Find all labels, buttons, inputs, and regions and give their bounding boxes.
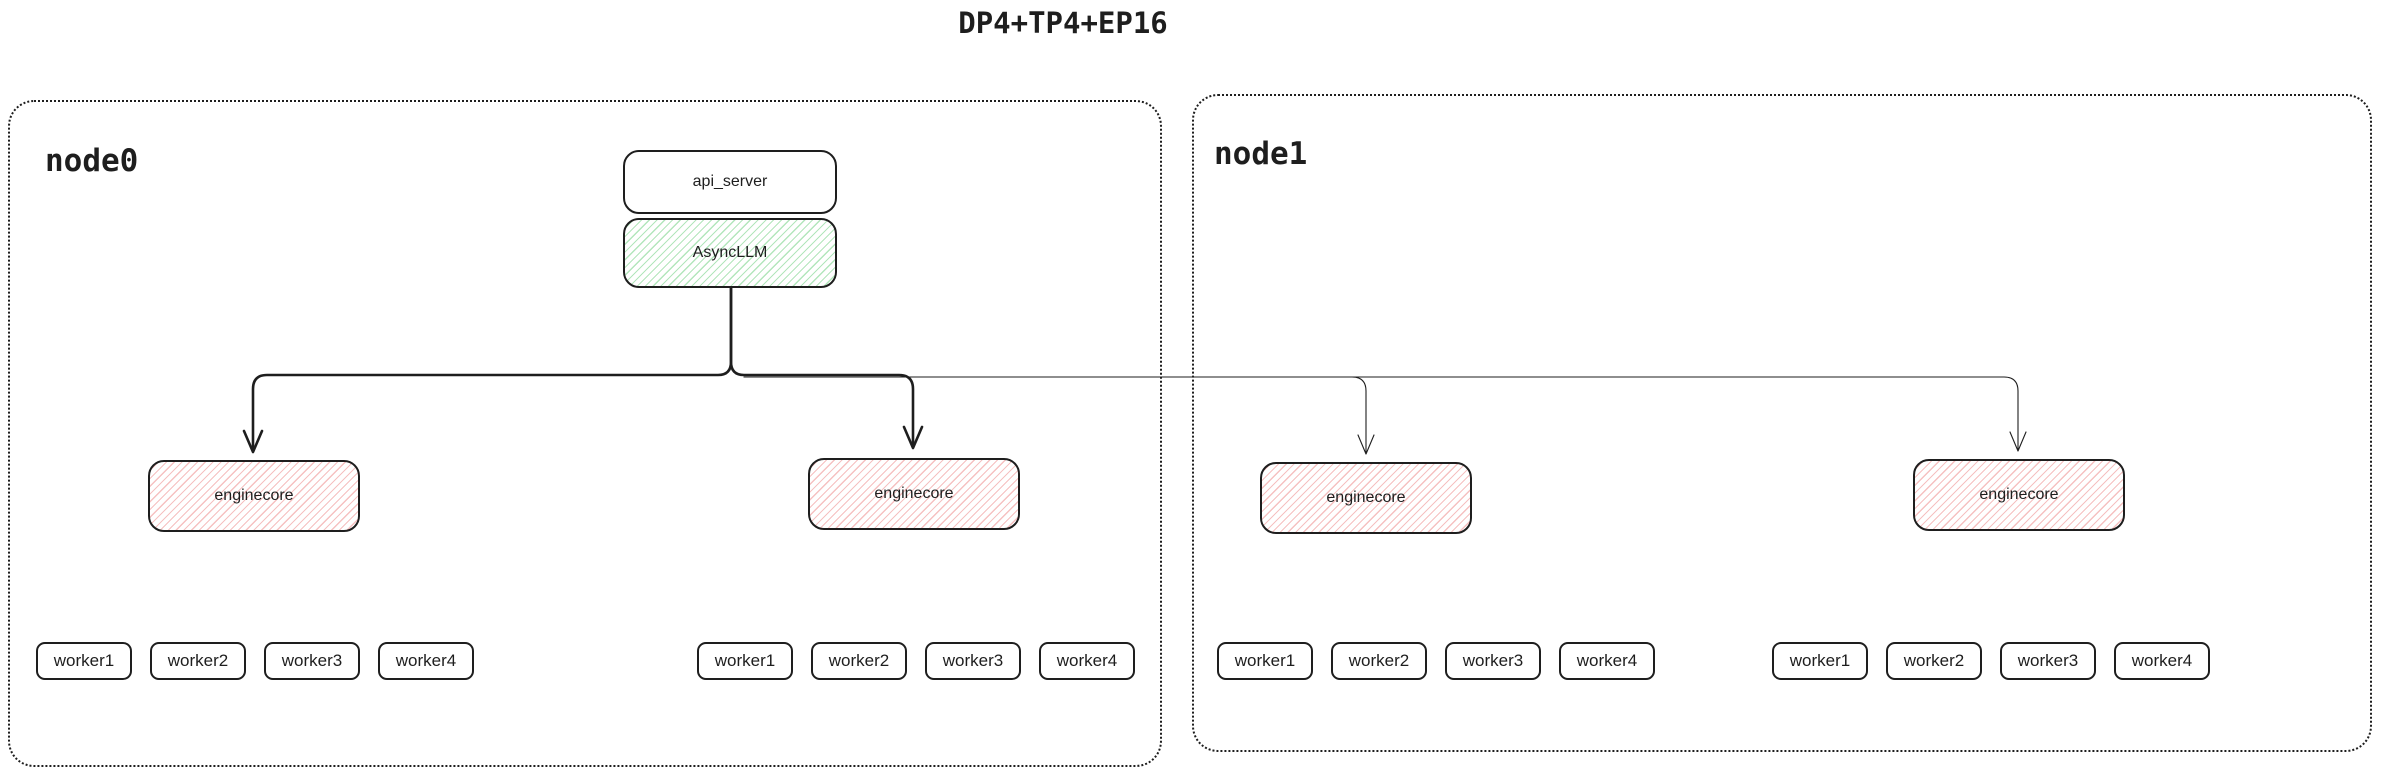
worker-box: worker3: [2000, 642, 2096, 680]
worker-box: worker4: [378, 642, 474, 680]
worker-box: worker1: [36, 642, 132, 680]
worker-box: worker3: [1445, 642, 1541, 680]
enginecore-box: enginecore: [148, 460, 360, 532]
api-server-box: api_server: [623, 150, 837, 214]
asyncllm-box: AsyncLLM: [623, 218, 837, 288]
diagram-title: DP4+TP4+EP16: [958, 6, 1168, 40]
enginecore-box: enginecore: [1260, 462, 1472, 534]
worker-box: worker4: [2114, 642, 2210, 680]
worker-box: worker3: [264, 642, 360, 680]
worker-box: worker4: [1559, 642, 1655, 680]
enginecore-box: enginecore: [1913, 459, 2125, 531]
worker-group-node0-2: worker1 worker2 worker3 worker4: [697, 642, 1135, 680]
worker-group-node1-1: worker1 worker2 worker3 worker4: [1217, 642, 1655, 680]
worker-box: worker2: [150, 642, 246, 680]
worker-box: worker1: [1772, 642, 1868, 680]
worker-box: worker3: [925, 642, 1021, 680]
worker-box: worker1: [1217, 642, 1313, 680]
enginecore-box: enginecore: [808, 458, 1020, 530]
worker-group-node1-2: worker1 worker2 worker3 worker4: [1772, 642, 2210, 680]
worker-box: worker4: [1039, 642, 1135, 680]
worker-group-node0-1: worker1 worker2 worker3 worker4: [36, 642, 474, 680]
worker-box: worker2: [811, 642, 907, 680]
worker-box: worker2: [1886, 642, 1982, 680]
node0-label: node0: [45, 143, 139, 179]
worker-box: worker2: [1331, 642, 1427, 680]
node1-label: node1: [1214, 136, 1308, 172]
worker-box: worker1: [697, 642, 793, 680]
